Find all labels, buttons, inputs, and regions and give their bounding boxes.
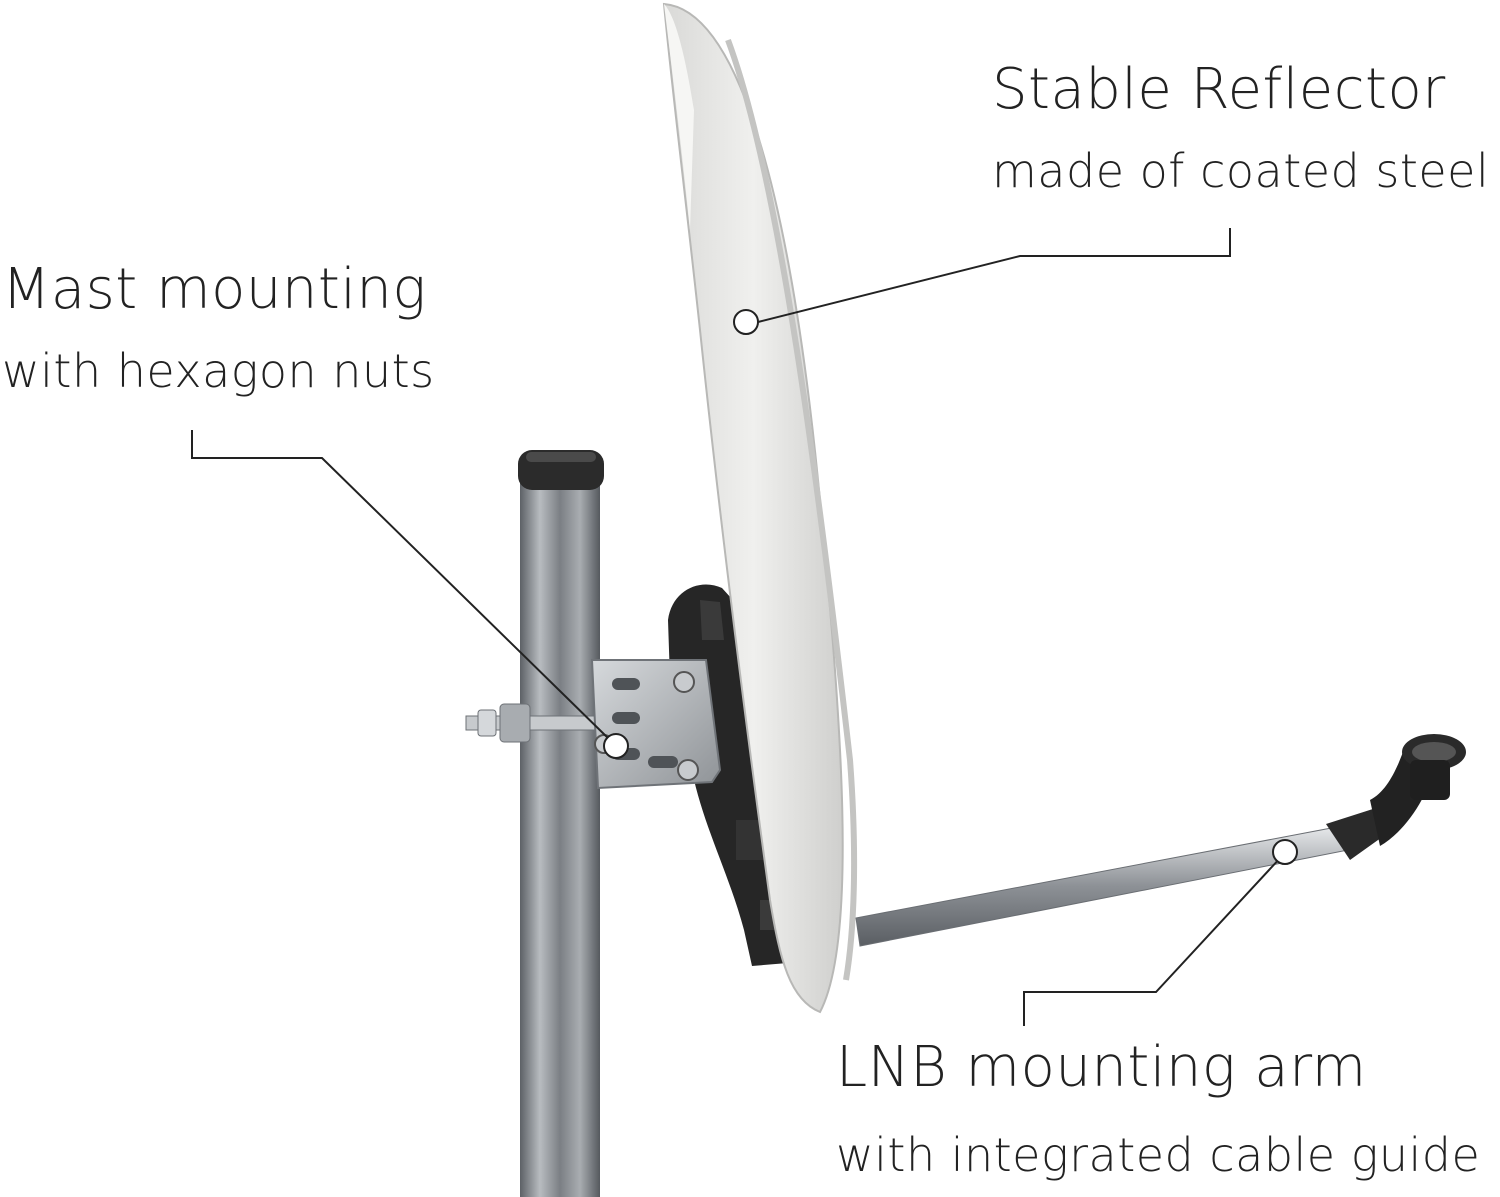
u-bolt-clamp — [465, 703, 601, 743]
mounting-plate — [590, 659, 722, 790]
dish-reflector — [662, 2, 858, 1014]
reflector-callout-title: Stable Reflector — [992, 57, 1446, 122]
mast-leader-line — [191, 430, 611, 741]
callout-markers — [603, 309, 1298, 865]
reflector-callout: Stable Reflector made of coated steel — [992, 57, 1490, 198]
lnb-arm — [855, 734, 1466, 947]
mast-callout-title: Mast mounting — [2, 257, 427, 322]
arm-callout: LNB mounting arm with integrated cable g… — [836, 1035, 1481, 1182]
reflector-callout-subtitle: made of coated steel — [992, 144, 1490, 198]
mast-pole — [518, 450, 604, 1197]
arm-callout-subtitle: with integrated cable guide — [836, 1128, 1481, 1182]
mast-marker — [603, 733, 629, 759]
reflector-leader-line — [757, 228, 1231, 323]
mast-callout: Mast mounting with hexagon nuts — [2, 257, 435, 398]
arm-callout-title: LNB mounting arm — [836, 1035, 1367, 1100]
reflector-marker — [733, 309, 759, 335]
arm-leader-line — [1023, 855, 1283, 1026]
arm-marker — [1272, 839, 1298, 865]
mast-callout-subtitle: with hexagon nuts — [2, 344, 435, 398]
callout-leaders — [191, 228, 1283, 1026]
